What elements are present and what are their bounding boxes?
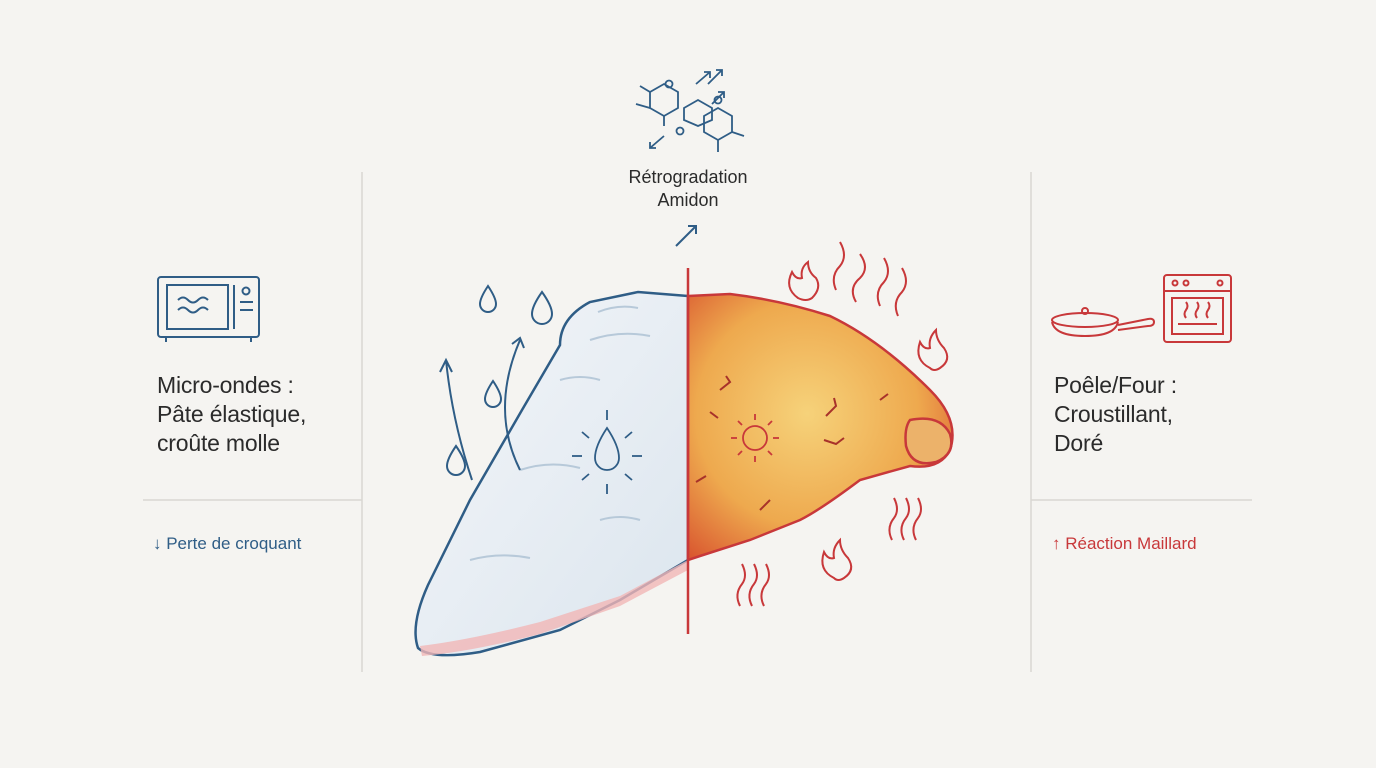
water-droplets xyxy=(439,284,554,481)
frying-pan-icon xyxy=(1051,307,1156,338)
cold-slice-half xyxy=(414,290,690,657)
starch-molecule-icon xyxy=(635,69,745,152)
hot-slice-half xyxy=(686,292,954,562)
microwave-icon xyxy=(157,276,260,342)
up-right-arrow-icon xyxy=(675,225,697,247)
oven-icon xyxy=(1163,274,1232,343)
center-label: Rétrogradation Amidon xyxy=(628,167,748,210)
right-panel-title: Poêle/Four : Croustillant, Doré xyxy=(1054,372,1177,456)
heat-flames xyxy=(736,241,949,607)
left-panel-title: Micro-ondes : Pâte élastique, croûte mol… xyxy=(157,372,307,456)
left-effect-text: ↓ Perte de croquant xyxy=(153,534,302,553)
right-effect-text: ↑ Réaction Maillard xyxy=(1052,534,1197,553)
